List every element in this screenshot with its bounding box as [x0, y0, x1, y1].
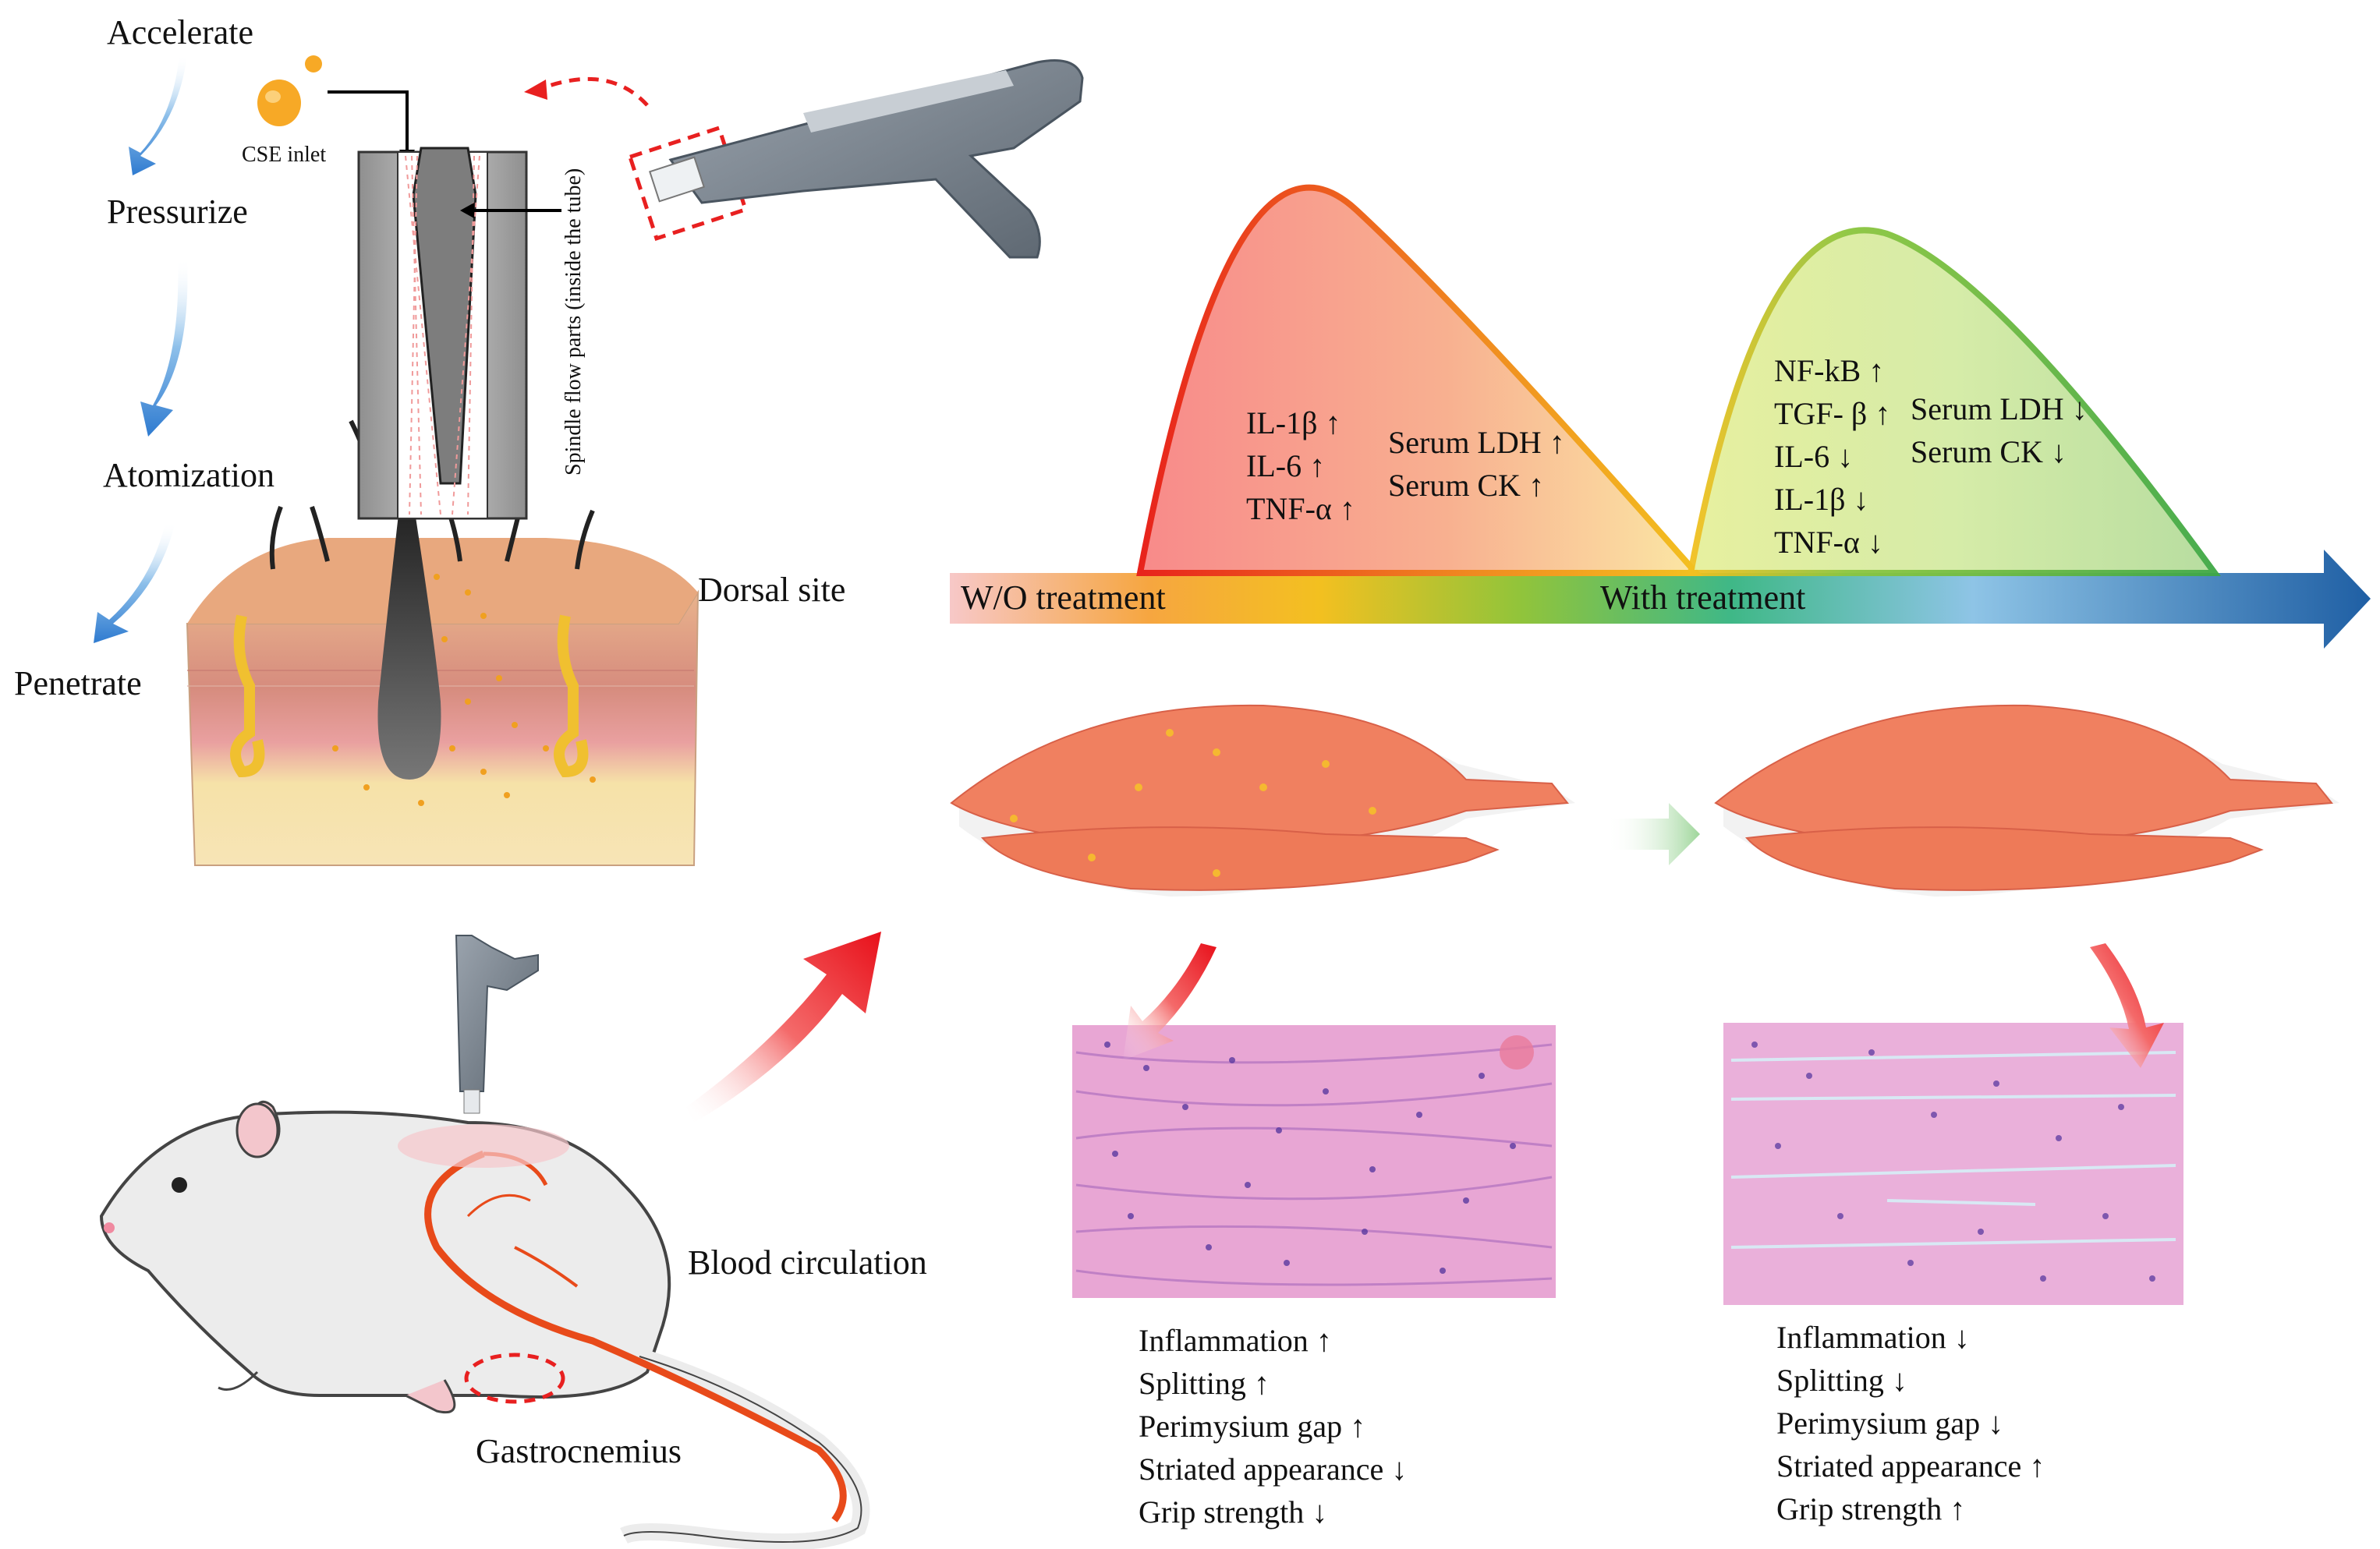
- histology-arrow-left: [1123, 943, 1217, 1060]
- wo-marker-2: IL-6 ↑: [1246, 448, 1326, 483]
- muscle-transition-arrow: [1606, 803, 1700, 865]
- cse-droplets: [257, 55, 322, 126]
- wo-marker-1: IL-1β ↑: [1246, 405, 1341, 440]
- penetration-dots: [332, 574, 596, 806]
- outcome-with-1: Inflammation ↓: [1776, 1320, 1970, 1355]
- timeline-with-label: With treatment: [1600, 578, 1806, 617]
- with-marker-5: TNF-α ↓: [1774, 525, 1883, 560]
- nozzle-zoom-box: [627, 126, 749, 241]
- outcome-without-4: Striated appearance ↓: [1139, 1452, 1408, 1487]
- step-arrow-2: [140, 257, 188, 437]
- outcome-without-1: Inflammation ↑: [1139, 1323, 1332, 1358]
- with-serum-1: Serum LDH ↓: [1911, 391, 2088, 426]
- nozzle-tube: [357, 147, 528, 520]
- spindle-label: Spindle flow parts (inside the tube): [561, 168, 586, 476]
- outcome-with-3: Perimysium gap ↓: [1776, 1406, 2004, 1441]
- step-penetrate: Penetrate: [14, 664, 142, 702]
- wo-serum-1: Serum LDH ↑: [1388, 425, 1565, 460]
- step-pressurize: Pressurize: [107, 193, 248, 231]
- with-marker-4: IL-1β ↓: [1774, 482, 1869, 517]
- outcome-with-5: Grip strength ↑: [1776, 1491, 1966, 1526]
- muscle-treated: [1714, 704, 2339, 897]
- blood-circulation-label: Blood circulation: [688, 1243, 927, 1282]
- wo-markers-list: IL-1β ↑ IL-6 ↑ TNF-α ↑: [1246, 401, 1355, 530]
- step-arrow-3: [94, 522, 175, 643]
- step-atomization: Atomization: [103, 456, 274, 494]
- small-injector: [455, 935, 539, 1114]
- skin-block: [186, 419, 699, 866]
- with-marker-3: IL-6 ↓: [1774, 439, 1854, 474]
- dorsal-site-label: Dorsal site: [698, 571, 846, 609]
- with-marker-2: TGF- β ↑: [1774, 396, 1891, 431]
- curve-treated: [1687, 227, 2221, 576]
- inlet-pointer: [328, 90, 409, 156]
- muscle-untreated: [950, 704, 1575, 897]
- histology-untreated: [1072, 1025, 1556, 1298]
- wo-serum-2: Serum CK ↑: [1388, 468, 1544, 503]
- cse-inlet-label: CSE inlet: [242, 143, 327, 167]
- step-arrow-1: [129, 55, 187, 175]
- gastrocnemius-label: Gastrocnemius: [476, 1432, 682, 1470]
- injector-gun: [649, 59, 1084, 259]
- circulation-arrow: [686, 932, 881, 1123]
- outcomes-with-list: Inflammation ↓ Splitting ↓ Perimysium ga…: [1776, 1316, 2045, 1530]
- wo-marker-3: TNF-α ↑: [1246, 491, 1355, 526]
- gastrocnemius-marker: [464, 1353, 565, 1404]
- step-arrows: [94, 55, 188, 643]
- step-accelerate: Accelerate: [107, 13, 254, 51]
- outcome-without-5: Grip strength ↓: [1139, 1494, 1328, 1530]
- with-serum-2: Serum CK ↓: [1911, 434, 2067, 469]
- zoom-dashed-arrow: [537, 76, 649, 107]
- curve-untreated: [1136, 184, 1703, 576]
- outcome-without-2: Splitting ↑: [1139, 1366, 1270, 1401]
- outcome-with-2: Splitting ↓: [1776, 1363, 1907, 1398]
- outcome-without-3: Perimysium gap ↑: [1139, 1409, 1366, 1444]
- histology-treated: [1723, 1023, 2183, 1305]
- outcomes-without-list: Inflammation ↑ Splitting ↑ Perimysium ga…: [1139, 1319, 1407, 1533]
- rat: [99, 1100, 870, 1549]
- wo-serum-list: Serum LDH ↑ Serum CK ↑: [1388, 421, 1565, 507]
- with-serum-list: Serum LDH ↓ Serum CK ↓: [1911, 387, 2088, 473]
- timeline-without-label: W/O treatment: [961, 578, 1166, 617]
- with-markers-list: NF-kB ↑ TGF- β ↑ IL-6 ↓ IL-1β ↓ TNF-α ↓: [1774, 349, 1890, 564]
- histology-arrow-right: [2090, 943, 2164, 1068]
- with-marker-1: NF-kB ↑: [1774, 353, 1885, 388]
- outcome-with-4: Striated appearance ↑: [1776, 1448, 2045, 1484]
